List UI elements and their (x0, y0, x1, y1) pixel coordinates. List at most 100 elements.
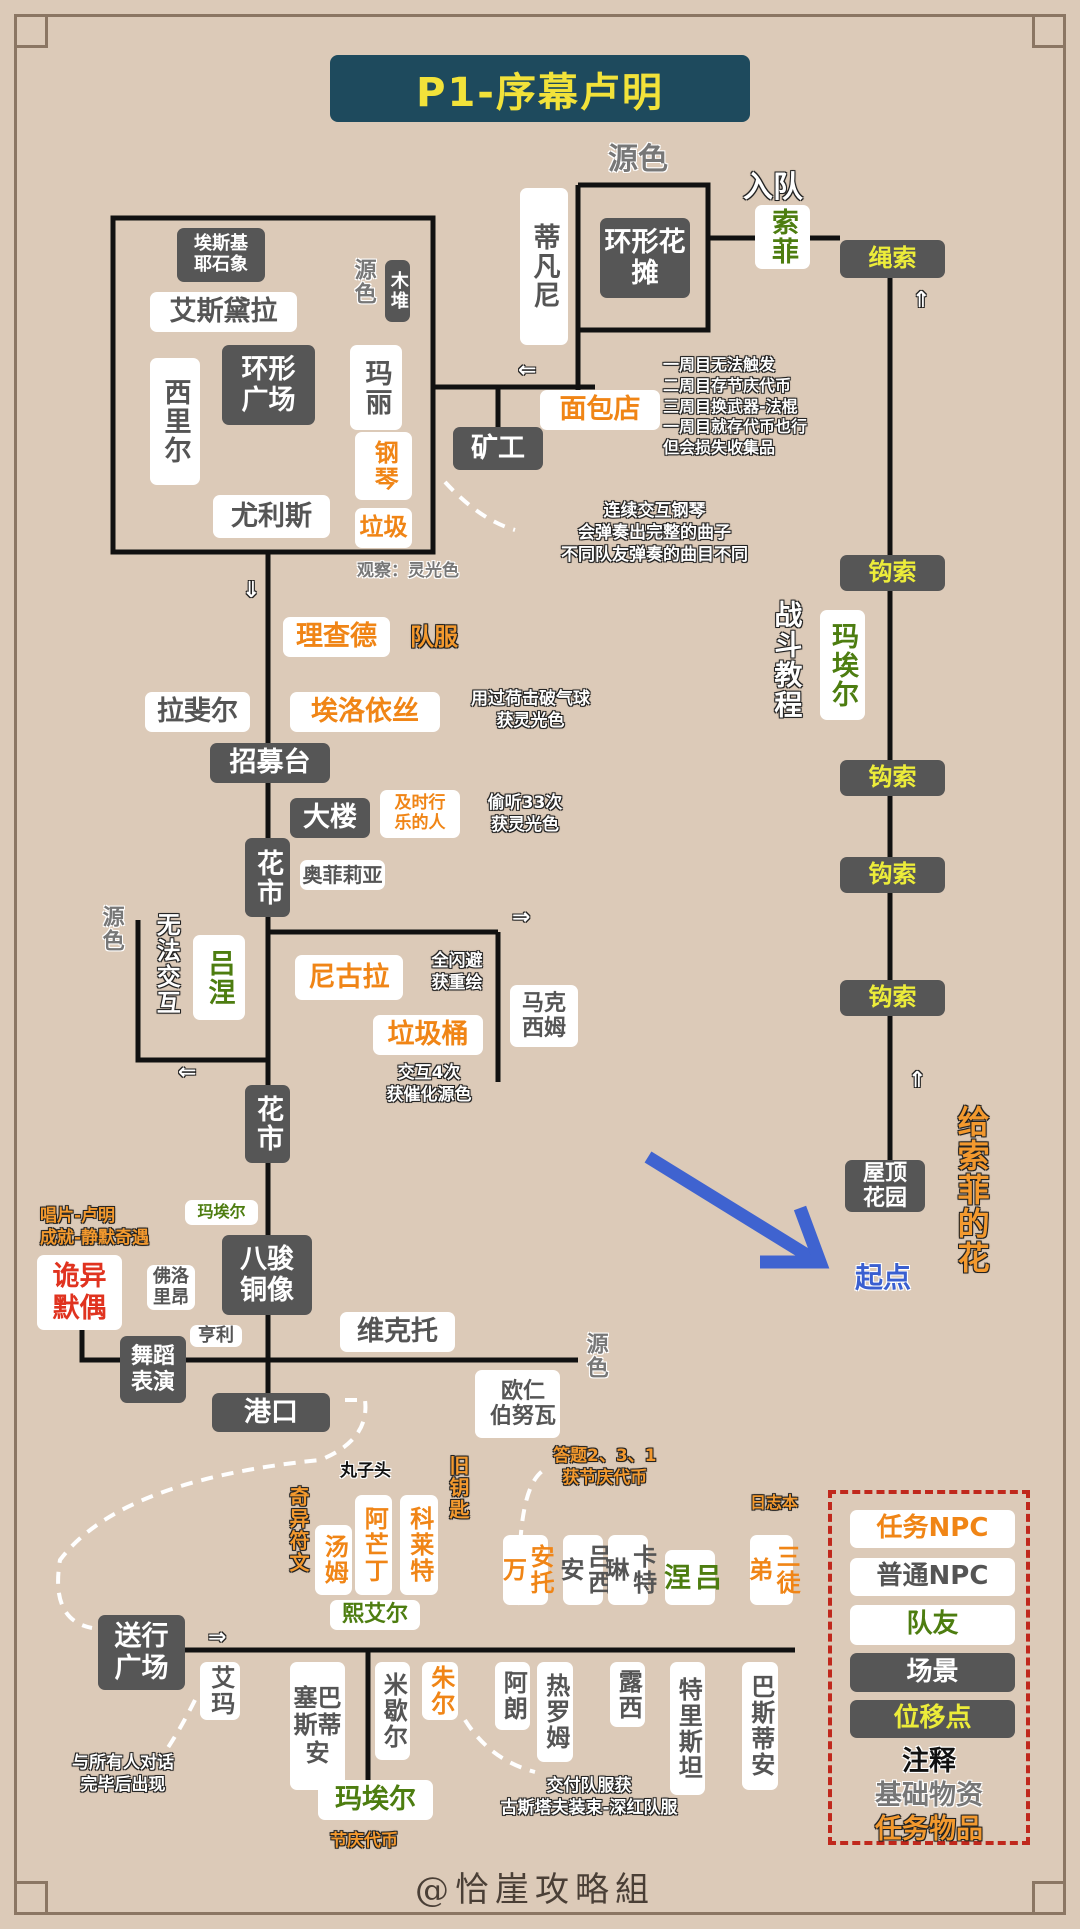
scene-ring-square[interactable]: 环形 广场 (222, 345, 315, 425)
quest-item-trash-bin[interactable]: 垃圾桶 (373, 1015, 483, 1055)
move-point-hook[interactable]: 钩索 (840, 857, 945, 893)
origin-color-note: 源色 (350, 258, 376, 306)
scene-ring-stall[interactable]: 环形花摊 (600, 218, 690, 298)
record-note: 唱片-卢明 成就-静默奇遇 (40, 1206, 150, 1249)
legend-note: 注释 (902, 1746, 956, 1777)
quest-npc-richard[interactable]: 理查德 (283, 617, 390, 657)
move-point-hook[interactable]: 钩索 (840, 760, 945, 796)
npc-cyril[interactable]: 西里尔 (150, 358, 200, 485)
quest-npc-jules[interactable]: 朱尔 (422, 1662, 458, 1720)
quest-npc-carpe-diem[interactable]: 及时行 乐的人 (380, 790, 460, 838)
legend-basic: 基础物资 (875, 1780, 983, 1811)
scene-eight-horses[interactable]: 八骏 铜像 (222, 1235, 312, 1315)
quest-npc-eloise[interactable]: 埃洛依丝 (290, 692, 440, 732)
move-point-rope[interactable]: 绳索 (840, 240, 945, 278)
quest-npc-antoine[interactable]: 安托万 (499, 1535, 554, 1605)
bun-head-note: 丸子头 (340, 1461, 391, 1481)
quest-item-trash[interactable]: 垃圾 (355, 508, 412, 548)
npc-lucien[interactable]: 吕西安 (556, 1535, 612, 1605)
flower-for-sophie-note: 给索菲的花 (952, 1105, 991, 1275)
teammate-mael[interactable]: 玛埃尔 (185, 1200, 258, 1225)
teammate-lune[interactable]: 吕涅 (659, 1550, 721, 1605)
origin-color-note: 源色 (608, 142, 668, 177)
page-title: P1-序幕卢明 (330, 55, 750, 122)
scene-port[interactable]: 港口 (212, 1393, 330, 1432)
festival-coin-note: 节庆代币 (330, 1831, 398, 1851)
quest-npc-nicola[interactable]: 尼古拉 (295, 955, 403, 1000)
signature: @恰崖攻略組 (415, 1870, 655, 1910)
scene-flower-market[interactable]: 花市 (245, 838, 290, 917)
npc-tristan[interactable]: 特里斯坦 (670, 1662, 705, 1795)
uniform-note: 队服 (410, 623, 458, 651)
move-point-hook[interactable]: 钩索 (840, 980, 945, 1016)
quest-npc-three-apprentices[interactable]: 三徒弟 (745, 1535, 800, 1605)
quest-npc-tom[interactable]: 汤姆 (315, 1525, 352, 1595)
scene-building[interactable]: 大楼 (290, 798, 370, 838)
npc-victor[interactable]: 维克托 (340, 1312, 455, 1352)
npc-catherine[interactable]: 卡特琳 (601, 1535, 657, 1605)
dashed-arrow (463, 1718, 536, 1774)
jules-note: 交付队服获 古斯塔夫装束-深红队服 (500, 1776, 678, 1819)
npc-bastian[interactable]: 巴斯蒂安 (742, 1662, 778, 1790)
legend-move-point: 位移点 (850, 1700, 1015, 1738)
npc-ulysses[interactable]: 尤利斯 (213, 495, 330, 538)
scene-recruit[interactable]: 招募台 (210, 743, 330, 783)
teammate-lune[interactable]: 吕涅 (193, 935, 245, 1020)
dashed-arrow (56, 1398, 368, 1630)
npc-lucie[interactable]: 露西 (610, 1662, 645, 1727)
scene-dance[interactable]: 舞蹈 表演 (120, 1336, 186, 1403)
npc-sebastian[interactable]: 塞巴 斯蒂 安 (290, 1662, 345, 1790)
scene-rooftop-garden[interactable]: 屋顶 花园 (845, 1160, 925, 1212)
scene-miner[interactable]: 矿工 (453, 427, 543, 470)
bakery-note: 一周目无法触发 二周目存节庆代币 三周目换武器-法棍 一周目就存代币也行 但会损… (663, 355, 808, 458)
npc-raphael[interactable]: 拉斐尔 (145, 692, 250, 732)
arrow-right-icon: ⇒ (512, 905, 531, 930)
corner-ornament (1032, 1881, 1066, 1915)
npc-estella[interactable]: 艾斯黛拉 (150, 292, 297, 332)
dashed-arrow (163, 1699, 197, 1754)
origin-color-note: 源色 (98, 905, 124, 953)
corner-ornament (14, 14, 48, 48)
square-frame (110, 215, 436, 555)
quest-item-piano[interactable]: 钢琴 (355, 432, 412, 500)
npc-florian[interactable]: 佛洛 里昂 (147, 1265, 195, 1310)
origin-color-note: 源色 (582, 1332, 608, 1380)
arrow-up-icon: ⇑ (908, 1068, 927, 1093)
teammate-hiel[interactable]: 熙艾尔 (330, 1600, 420, 1630)
scene-farewell-square[interactable]: 送行 广场 (98, 1615, 185, 1690)
observe-note: 观察：灵光色 (357, 561, 459, 581)
npc-eugene[interactable]: 欧仁 伯努瓦 (475, 1370, 560, 1438)
teammate-mael[interactable]: 玛埃尔 (318, 1780, 433, 1820)
teammate-sophie[interactable]: 索菲 (755, 205, 810, 269)
teammate-mael[interactable]: 玛埃尔 (820, 610, 865, 720)
arrow-left-icon: ⇐ (518, 358, 537, 383)
scene-woodpile[interactable]: 木堆 (385, 260, 410, 322)
strange-rune-note: 奇异符文 (286, 1486, 310, 1574)
npc-michel[interactable]: 米歇尔 (375, 1662, 410, 1760)
stall-frame (578, 182, 711, 333)
scene-flower-market[interactable]: 花市 (245, 1085, 290, 1163)
emma-note: 与所有人对话 完毕后出现 (72, 1753, 174, 1796)
join-team-note: 入队 (743, 170, 803, 205)
npc-mary[interactable]: 玛丽 (350, 345, 402, 430)
scene-statue[interactable]: 埃斯基 耶石象 (177, 228, 265, 282)
legend: 任务NPC 普通NPC 队友 场景 位移点 注释 基础物资 任务物品 (828, 1490, 1030, 1845)
arrow-left-icon: ⇐ (178, 1060, 197, 1085)
npc-tiffany[interactable]: 蒂凡尼 (520, 188, 568, 345)
npc-henri[interactable]: 亨利 (190, 1325, 242, 1347)
quiz-note: 答题2、3、1 获节庆代币 (553, 1446, 657, 1489)
npc-maxime[interactable]: 马克 西姆 (510, 985, 578, 1047)
quest-npc-colette[interactable]: 科莱特 (400, 1495, 438, 1595)
corner-ornament (14, 1881, 48, 1915)
legend-quest-item: 任务物品 (875, 1814, 983, 1845)
move-point-hook[interactable]: 钩索 (840, 555, 945, 591)
quest-npc-bakery[interactable]: 面包店 (540, 390, 660, 430)
npc-ophelia[interactable]: 奥菲莉亚 (300, 860, 385, 890)
quest-npc-weird-puppet[interactable]: 诡异 默偶 (37, 1255, 122, 1330)
npc-emma[interactable]: 艾玛 (200, 1662, 240, 1720)
old-key-note: 旧钥匙 (446, 1455, 470, 1521)
npc-aron[interactable]: 阿朗 (495, 1662, 530, 1730)
quest-npc-amandine[interactable]: 阿芒丁 (355, 1495, 392, 1595)
npc-jerome[interactable]: 热罗姆 (537, 1662, 573, 1762)
